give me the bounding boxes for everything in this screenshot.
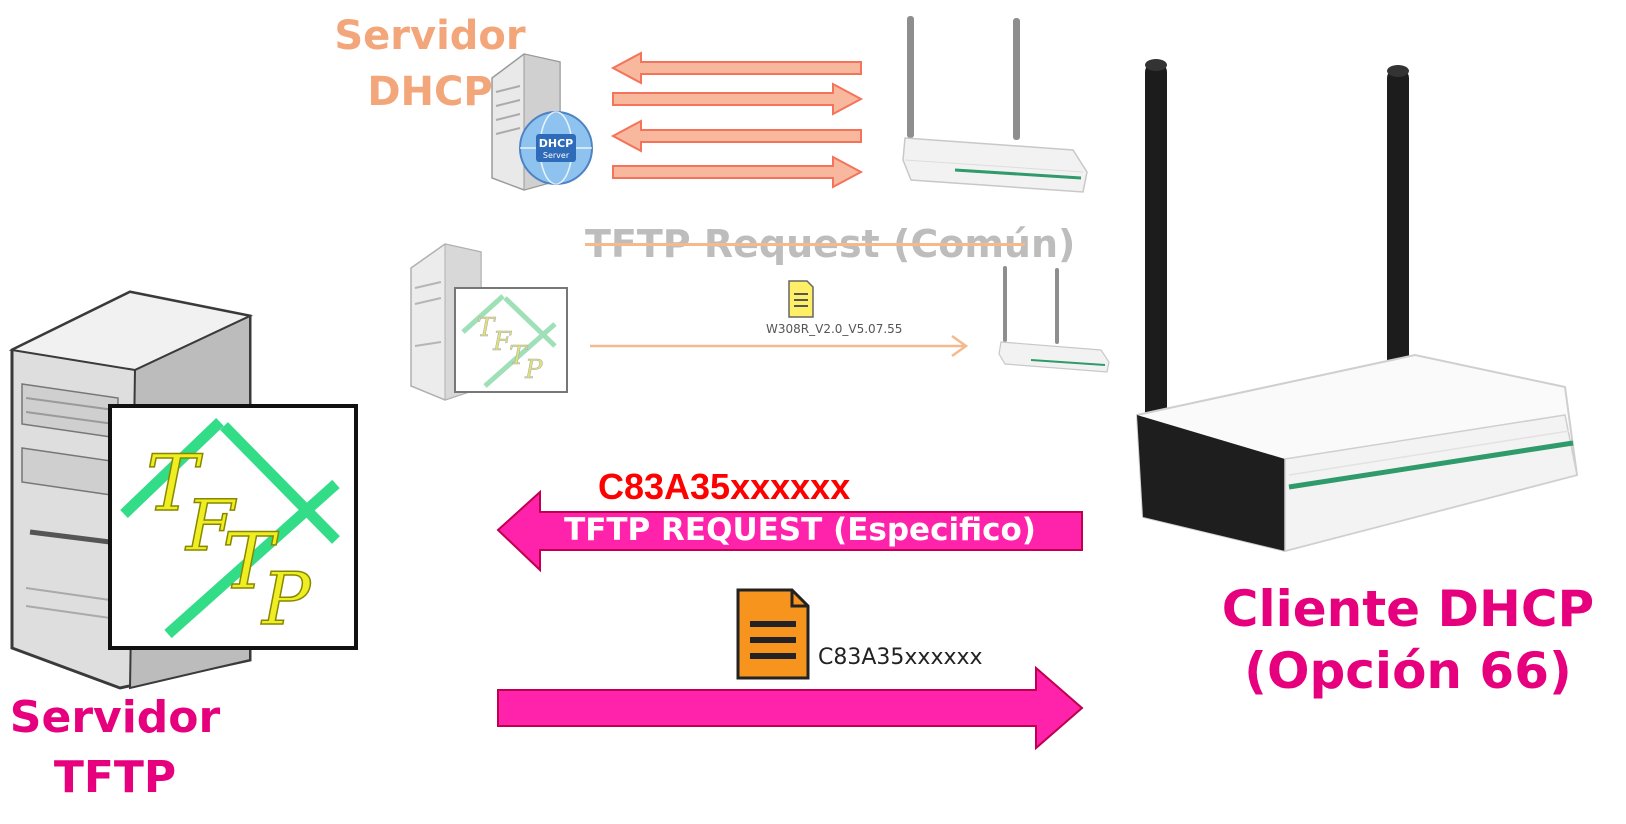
dhcp-exchange-arrows xyxy=(610,51,864,189)
config-file-transfer-arrow xyxy=(497,665,1084,751)
dhcp-server-label: Servidor DHCP xyxy=(330,8,530,120)
tftp-request-specific-label: TFTP REQUEST (Especifico) xyxy=(564,512,1036,548)
svg-text:P: P xyxy=(260,557,312,641)
document-icon-small xyxy=(788,280,814,318)
tftp-server-label-line2: TFTP xyxy=(53,752,177,803)
strikethrough-line xyxy=(585,242,1025,246)
dhcp-server-label-line2: DHCP xyxy=(367,69,493,115)
svg-text:P: P xyxy=(524,355,543,385)
dhcp-arrow-right-2 xyxy=(612,155,864,189)
svg-text:T: T xyxy=(222,517,279,607)
dhcp-badge-subtext: Server xyxy=(543,151,570,160)
client-label-line2: (Opción 66) xyxy=(1244,642,1572,700)
svg-text:T: T xyxy=(477,313,496,343)
svg-text:T: T xyxy=(146,439,203,529)
config-document-icon xyxy=(736,588,810,680)
mac-address-label: C83A35xxxxxx xyxy=(598,466,851,507)
tftp-server-small-icon: T F T P xyxy=(410,243,568,401)
dhcp-arrow-left-1 xyxy=(610,51,862,85)
dhcp-arrow-left-2 xyxy=(610,119,862,153)
dhcp-badge-text: DHCP xyxy=(539,137,573,150)
router-icon-large xyxy=(1135,59,1579,553)
dhcp-arrow-right-1 xyxy=(612,82,864,116)
tftp-common-arrow xyxy=(590,334,969,358)
svg-text:F: F xyxy=(492,327,512,357)
svg-text:F: F xyxy=(184,485,237,567)
client-label: Cliente DHCP (Opción 66) xyxy=(1190,578,1626,702)
router-icon-small-top xyxy=(902,16,1088,193)
router-icon-small-middle xyxy=(998,266,1110,373)
tftp-server-label-line1: Servidor xyxy=(9,692,221,743)
svg-text:T: T xyxy=(509,341,528,371)
tftp-request-common-label: TFTP Request (Común) xyxy=(585,222,1075,266)
tftp-request-specific-arrow xyxy=(496,489,1083,573)
client-label-line1: Cliente DHCP xyxy=(1221,580,1595,638)
tftp-server-icon: T F T P xyxy=(8,290,358,690)
config-file-label: C83A35xxxxxx xyxy=(818,645,983,670)
dhcp-server-icon: DHCP Server xyxy=(491,53,593,191)
dhcp-server-label-line1: Servidor xyxy=(334,13,526,59)
firmware-file-label: W308R_V2.0_V5.07.55 xyxy=(766,322,903,336)
tftp-server-label: Servidor TFTP xyxy=(0,688,230,808)
